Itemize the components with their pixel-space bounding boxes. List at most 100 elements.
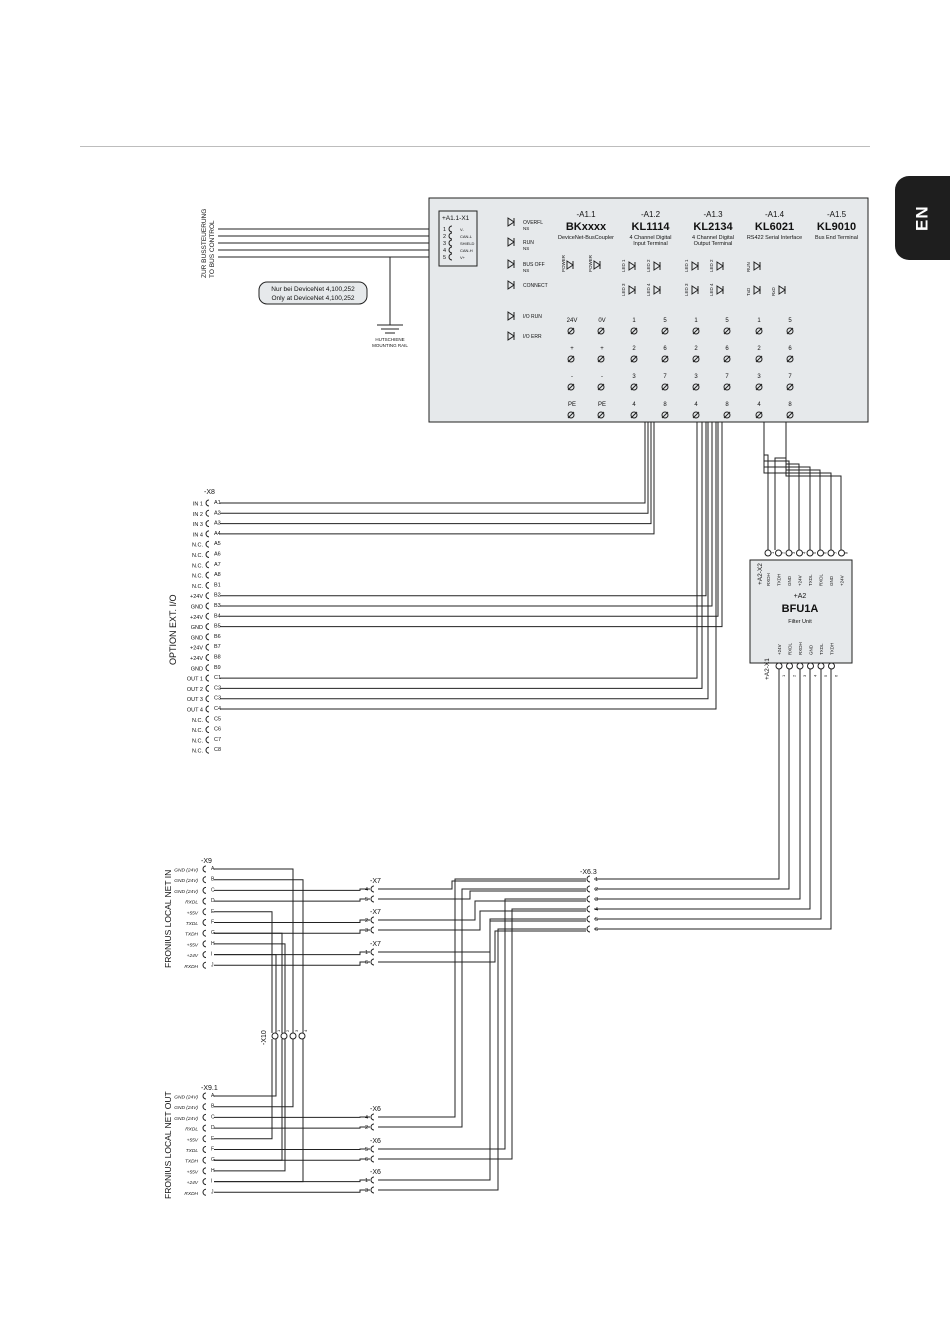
x8-plug (205, 736, 210, 744)
x8-pin-label: B8 (214, 655, 221, 661)
io-terminal-slash (786, 355, 794, 363)
coupler-led (507, 280, 515, 290)
terminal-number: 4 (757, 402, 761, 408)
power-terminal (567, 383, 575, 391)
x9-bridge-wire (214, 954, 277, 1033)
language-tab[interactable]: EN (895, 176, 950, 260)
x7-x63-wire (378, 880, 586, 890)
terminal-number: 5 (725, 318, 729, 324)
x6-id: -X6 (370, 1138, 381, 1145)
coupler-led-sub-label: NS (523, 246, 529, 251)
x9-pin-label: B (211, 877, 215, 883)
x7-x63-wire (378, 930, 586, 963)
terminal-number: 5 (788, 318, 792, 324)
x91-signal-label: +55V (187, 1137, 199, 1143)
x8-signal-label: N.C. (192, 584, 203, 590)
x91-x6-wire (214, 1179, 370, 1183)
x9-signal-label: GND (24V) (174, 889, 198, 895)
x6-plug (370, 1155, 375, 1163)
x9-pin-label: H (211, 941, 215, 947)
terminal-number: 6 (788, 346, 792, 352)
bfu-x2-pin: 7 (833, 551, 838, 554)
bfu-x1-pin: 5 (823, 674, 828, 677)
x63-plug (586, 915, 591, 923)
module-name: KL1114 (632, 221, 671, 233)
io-terminal (692, 411, 700, 419)
x91-x6-wire (214, 1148, 370, 1150)
bfu-x2-socket (806, 549, 814, 557)
x8-pin-label: A8 (214, 572, 221, 578)
x8-supply-wire (220, 410, 719, 617)
x91-net-label: FRONIUS LOCAL NET OUT (163, 1091, 173, 1199)
x8-signal-label: IN 4 (193, 532, 203, 538)
coupler-led-label: I/O ERR (523, 334, 542, 340)
x9-x7-wire (214, 919, 370, 923)
x8-plug (205, 654, 210, 661)
x7-x63-wire (378, 920, 586, 953)
x8-signal-label: N.C. (192, 543, 203, 549)
x91-pin-label: F (211, 1147, 214, 1153)
module-id: -A1.2 (641, 210, 661, 219)
io-terminal (786, 355, 794, 363)
x8-signal-label: OUT 4 (187, 708, 203, 714)
x7-id: -X7 (370, 909, 381, 916)
terminal-number: 5 (663, 318, 667, 324)
devicenet-note-box (258, 281, 368, 305)
x8-signal-label: IN 3 (193, 522, 203, 528)
io-terminal-slash (786, 411, 794, 419)
power-terminal-label: - (571, 374, 573, 380)
x63-pin: 5 (595, 917, 598, 923)
bfu-x2-socket (827, 549, 835, 557)
x91-signal-label: GND (24V) (174, 1116, 198, 1122)
io-terminal-slash (755, 383, 763, 391)
x8-option-label: OPTION EXT. I/O (168, 594, 178, 665)
terminal-number: 1 (632, 318, 636, 324)
x8-pin-label: C8 (214, 747, 221, 753)
x91-bridge-wire (214, 1039, 286, 1172)
x9-x7-wire (214, 951, 370, 956)
bfu-x2-signal: GND (829, 575, 834, 586)
io-terminal (723, 411, 731, 419)
x8-signal-label: N.C. (192, 574, 203, 580)
bfu-x2-signal: RXDL (819, 573, 824, 586)
x7-x63-wire (378, 910, 586, 931)
x91-signal-label: +24V (187, 1180, 199, 1186)
x91-signal-label: TXDH (185, 1159, 199, 1165)
x1-plug (448, 225, 453, 233)
x8-plug (205, 674, 210, 682)
x63-plug (586, 925, 591, 933)
io-led-label: LED 4 (646, 283, 651, 296)
io-terminal-slash (723, 411, 731, 419)
power-terminal-slash (597, 355, 605, 363)
bfu-x63-wire (594, 669, 790, 890)
x8-pin-label: C3 (214, 696, 221, 702)
x8-plug (205, 530, 210, 538)
bfu-x63-wire (594, 669, 832, 930)
x1-plug (448, 253, 453, 261)
terminal-number: 3 (694, 374, 698, 380)
bfu-x1-socket (828, 662, 835, 670)
io-terminal (630, 327, 638, 335)
io-terminal (692, 327, 700, 335)
power-terminal-slash (567, 327, 575, 335)
serial-led (778, 285, 786, 295)
x6-x63-wire (378, 878, 586, 1118)
x91-signal-label: GND (24V) (174, 1105, 198, 1111)
x8-plug (205, 705, 210, 713)
bfu-x2-signal: RXDH (766, 573, 771, 586)
x9-signal-label: RXDL (185, 900, 198, 906)
terminal-number: 8 (725, 402, 729, 408)
x8-plug (205, 633, 210, 641)
coupler-led-label: BUS OFF (523, 262, 545, 268)
bus-control-label-de: ZUR BUSSTEUERUNG (201, 209, 208, 278)
x8-pin-label: A2 (214, 510, 221, 516)
x91-pin-label: A (211, 1093, 215, 1099)
x6-x63-wire (378, 928, 586, 1191)
x91-plug (202, 1146, 207, 1153)
io-led-label: LED 2 (646, 259, 651, 272)
x8-plug (205, 520, 210, 528)
x91-bridge-wire (214, 1039, 277, 1097)
x1-pin-number: 1 (443, 227, 446, 233)
x6-pin: 1 (365, 1178, 368, 1184)
x1-terminal-block (438, 210, 478, 267)
